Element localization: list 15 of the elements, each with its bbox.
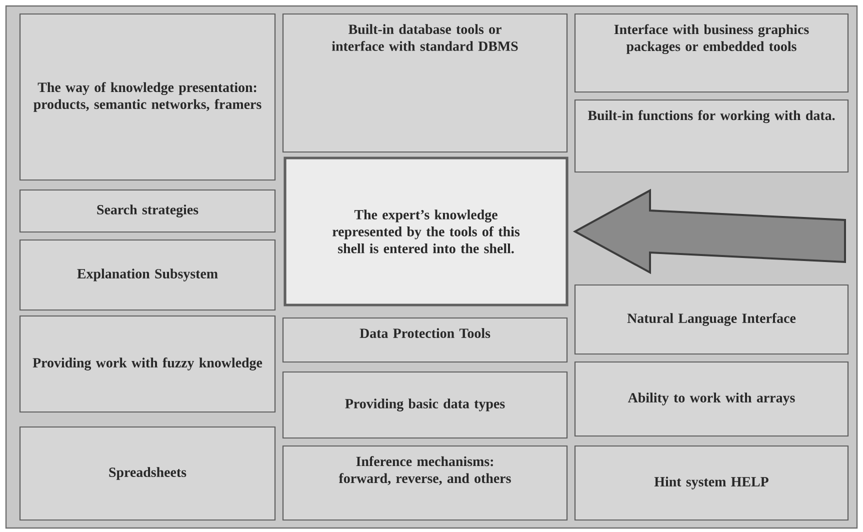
text-box: Built-in functions for working with data. <box>574 99 849 173</box>
text-box: The way of knowledge presentation: products, semantic networks, framers <box>19 13 276 181</box>
text-box: Providing basic data types <box>282 371 568 439</box>
text-box: Search strategies <box>19 189 276 233</box>
text-box: Explanation Subsystem <box>19 239 276 311</box>
text-box: Inference mechanisms: forward, reverse, and others <box>282 445 568 521</box>
text-box: Data Protection Tools <box>282 317 568 363</box>
text-box: Interface with business graphics packages or embedded tools <box>574 13 849 93</box>
text-box: Built-in database tools or interface with standard DBMS <box>282 13 568 153</box>
text-box: The expert’s knowledge represented by the tools of this shell is entered into the shell. <box>284 156 568 306</box>
text-box: Natural Language Interface <box>574 284 849 355</box>
text-box: Hint system HELP <box>574 445 849 521</box>
text-box: Ability to work with arrays <box>574 361 849 437</box>
text-box: Providing work with fuzzy knowledge <box>19 315 276 413</box>
text-box: Spreadsheets <box>19 426 276 521</box>
